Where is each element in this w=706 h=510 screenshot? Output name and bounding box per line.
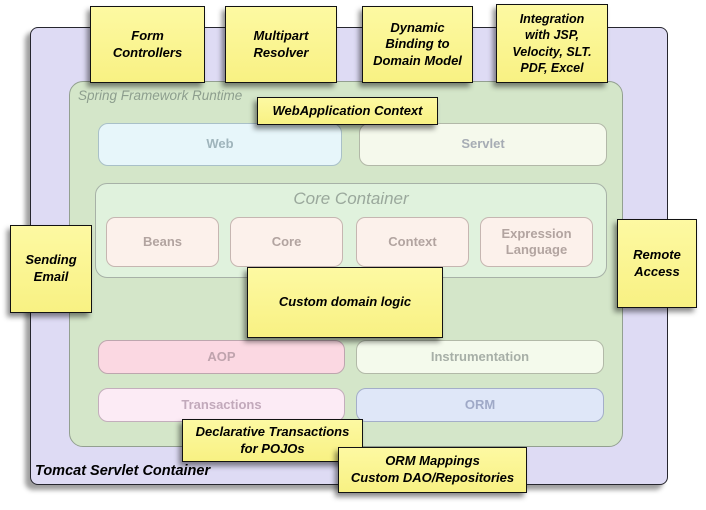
note-remote-access: Remote Access: [617, 219, 697, 308]
web-module-box: Web: [98, 123, 342, 166]
aop-module-box: AOP: [98, 340, 345, 374]
transactions-module-box: Transactions: [98, 388, 345, 422]
note-integration: Integration with JSP, Velocity, SLT. PDF…: [496, 4, 608, 83]
core-module-box: Core: [230, 217, 343, 267]
note-multipart-resolver: Multipart Resolver: [225, 6, 337, 83]
note-webapplication-context: WebApplication Context: [257, 97, 438, 125]
note-custom-domain-logic: Custom domain logic: [247, 267, 443, 338]
note-orm-mappings: ORM Mappings Custom DAO/Repositories: [338, 447, 527, 493]
instrumentation-module-box: Instrumentation: [356, 340, 604, 374]
core-container-title: Core Container: [293, 189, 409, 208]
note-dynamic-binding: Dynamic Binding to Domain Model: [362, 6, 473, 83]
servlet-module-box: Servlet: [359, 123, 607, 166]
note-form-controllers: Form Controllers: [90, 6, 205, 83]
tomcat-servlet-container-label: Tomcat Servlet Container: [35, 463, 211, 479]
beans-module-box: Beans: [106, 217, 219, 267]
expression-language-module-box: Expression Language: [480, 217, 593, 267]
note-declarative-transactions: Declarative Transactions for POJOs: [182, 419, 363, 462]
context-module-box: Context: [356, 217, 469, 267]
note-sending-email: Sending Email: [10, 225, 92, 313]
orm-module-box: ORM: [356, 388, 604, 422]
spring-framework-runtime-label: Spring Framework Runtime: [78, 88, 243, 103]
